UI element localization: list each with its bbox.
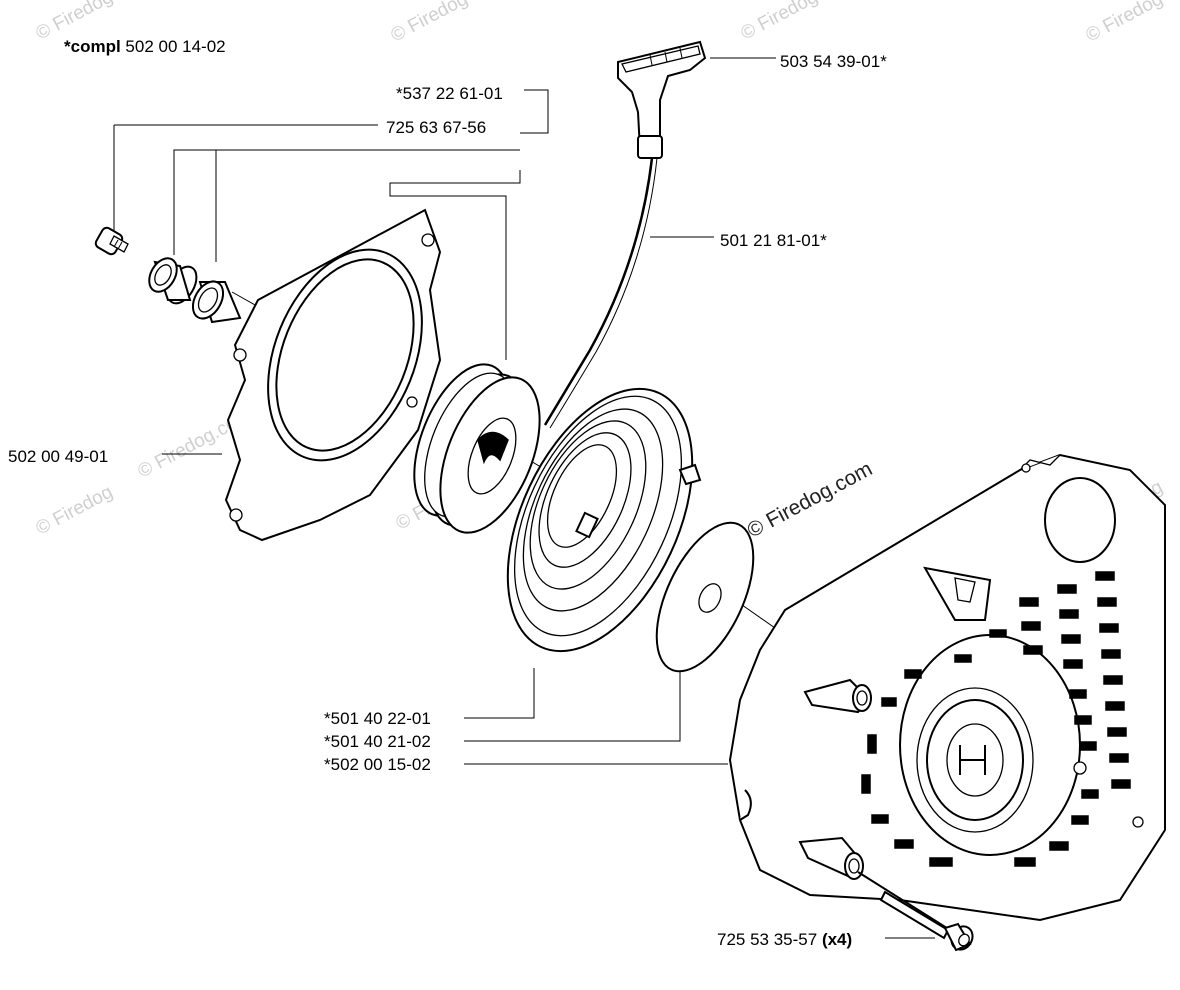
label-handle: 503 54 39-01* [780, 52, 887, 71]
label-plate: 502 00 49-01 [8, 447, 108, 466]
spring-cassette [506, 387, 702, 653]
label-bolt: 725 53 35-57 (x4) [717, 930, 852, 949]
label-spring-cassette: *501 40 22-01 [324, 709, 431, 728]
rope-pulley [413, 363, 541, 534]
assembly-label: *compl 502 00 14-02 [64, 37, 226, 56]
starter-handle [617, 40, 707, 159]
bushing-large [148, 257, 198, 305]
watermark-top-right: © Firedog [1082, 0, 1166, 46]
label-screw: 725 63 67-56 [386, 118, 486, 137]
watermark-center: © Firedog.com [744, 457, 877, 542]
vent-slots [861, 571, 1131, 867]
bushing-small [191, 280, 242, 324]
label-washer: *501 40 21-02 [324, 732, 431, 751]
screw-part [94, 226, 129, 256]
label-pulley-kit: *537 22 61-01 [396, 84, 503, 103]
mounting-pin-lower [798, 836, 864, 880]
watermark-top-center: © Firedog [737, 0, 821, 44]
starter-plate [224, 208, 442, 542]
label-rope: 501 21 81-01* [720, 231, 827, 250]
label-cover: *502 00 15-02 [324, 755, 431, 774]
washer-part [655, 521, 755, 673]
mounting-pin-upper [803, 678, 872, 714]
leader-lines [113, 57, 935, 939]
starter-rope [543, 157, 658, 429]
bolt-part [857, 871, 974, 952]
starter-cover [728, 453, 1166, 922]
watermark-left: © Firedog [32, 482, 116, 540]
watermark-top-mid: © Firedog [387, 0, 471, 46]
